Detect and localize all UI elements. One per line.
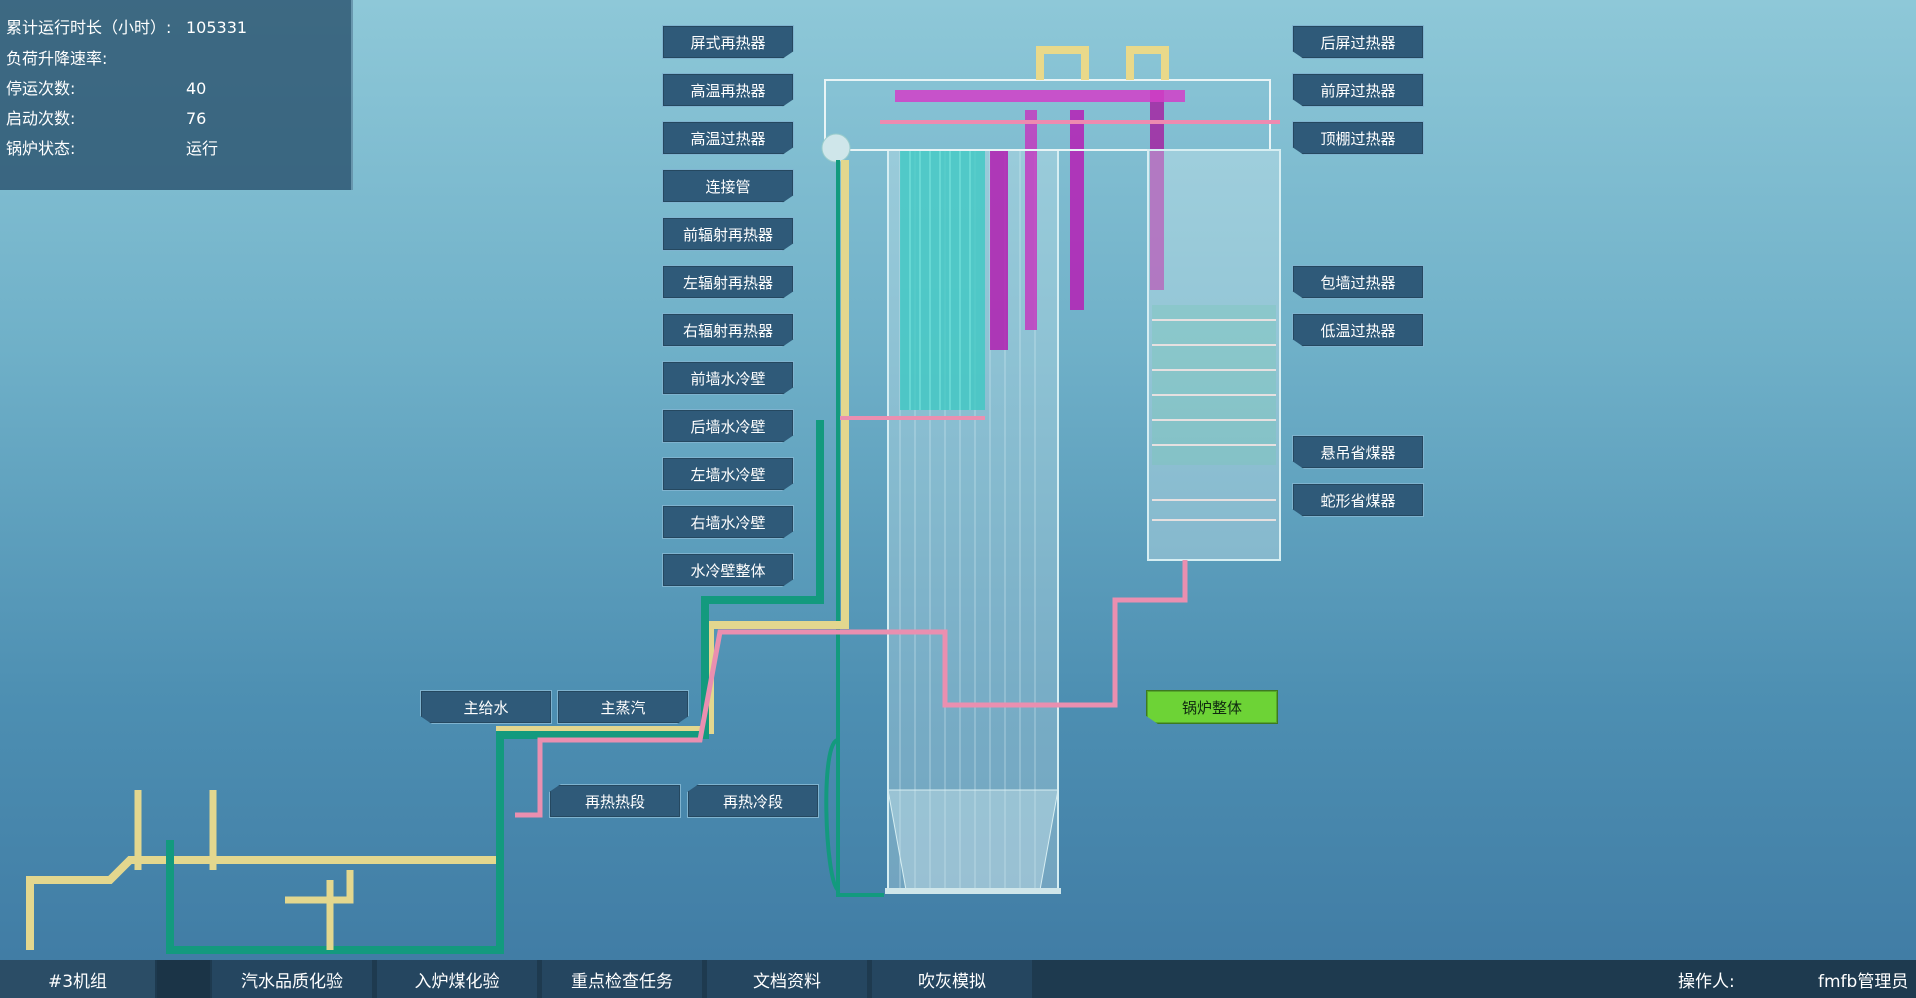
btn-lowtemp-superheater[interactable]: 低温过热器 bbox=[1292, 313, 1424, 347]
boiler-schematic bbox=[26, 46, 1281, 954]
btn-waterwall-whole[interactable]: 水冷壁整体 bbox=[662, 553, 794, 587]
btn-main-steam[interactable]: 主蒸汽 bbox=[557, 690, 689, 724]
btn-boiler-whole[interactable]: 锅炉整体 bbox=[1146, 690, 1278, 724]
btn-right-radiant-reheater[interactable]: 右辐射再热器 bbox=[662, 313, 794, 347]
btn-enclosure-superheater[interactable]: 包墙过热器 bbox=[1292, 265, 1424, 299]
btn-left-waterwall[interactable]: 左墙水冷壁 bbox=[662, 457, 794, 491]
nav-soot-blowing-simulation[interactable]: 吹灰模拟 bbox=[872, 960, 1032, 998]
btn-front-waterwall[interactable]: 前墙水冷壁 bbox=[662, 361, 794, 395]
btn-right-waterwall[interactable]: 右墙水冷壁 bbox=[662, 505, 794, 539]
info-row-runtime: 累计运行时长（小时）:105331 bbox=[6, 18, 248, 37]
btn-reheat-cold-section[interactable]: 再热冷段 bbox=[687, 784, 819, 818]
btn-suspended-economizer[interactable]: 悬吊省煤器 bbox=[1292, 435, 1424, 469]
operator-label: 操作人: bbox=[1678, 971, 1735, 992]
btn-hightemp-superheater[interactable]: 高温过热器 bbox=[662, 121, 794, 155]
info-row-load-rate: 负荷升降速率: bbox=[6, 49, 108, 68]
info-row-status: 锅炉状态:运行 bbox=[6, 139, 219, 158]
steam-drum bbox=[821, 133, 851, 163]
info-row-stops: 停运次数:40 bbox=[6, 79, 207, 98]
btn-front-platen-superheater[interactable]: 前屏过热器 bbox=[1292, 73, 1424, 107]
btn-rear-platen-superheater[interactable]: 后屏过热器 bbox=[1292, 25, 1424, 59]
nav-documents[interactable]: 文档资料 bbox=[707, 960, 867, 998]
nav-coal-assay[interactable]: 入炉煤化验 bbox=[377, 960, 537, 998]
btn-front-radiant-reheater[interactable]: 前辐射再热器 bbox=[662, 217, 794, 251]
info-row-starts: 启动次数:76 bbox=[6, 109, 207, 128]
nav-key-inspection-tasks[interactable]: 重点检查任务 bbox=[542, 960, 702, 998]
btn-platen-reheater[interactable]: 屏式再热器 bbox=[662, 25, 794, 59]
radiant-reheater bbox=[900, 150, 985, 410]
btn-reheat-hot-section[interactable]: 再热热段 bbox=[549, 784, 681, 818]
nav-spacer bbox=[157, 960, 210, 998]
btn-main-feedwater[interactable]: 主给水 bbox=[420, 690, 552, 724]
nav-unit-selector[interactable]: #3机组 bbox=[0, 960, 155, 998]
btn-roof-superheater[interactable]: 顶棚过热器 bbox=[1292, 121, 1424, 155]
info-panel: 累计运行时长（小时）:105331 负荷升降速率: 停运次数:40 启动次数:7… bbox=[0, 0, 353, 190]
btn-hightemp-reheater[interactable]: 高温再热器 bbox=[662, 73, 794, 107]
nav-water-steam-quality[interactable]: 汽水品质化验 bbox=[212, 960, 372, 998]
btn-rear-waterwall[interactable]: 后墙水冷壁 bbox=[662, 409, 794, 443]
btn-left-radiant-reheater[interactable]: 左辐射再热器 bbox=[662, 265, 794, 299]
operator-name: fmfb管理员 bbox=[1818, 971, 1909, 992]
btn-connecting-pipe[interactable]: 连接管 bbox=[662, 169, 794, 203]
btn-serpentine-economizer[interactable]: 蛇形省煤器 bbox=[1292, 483, 1424, 517]
bottom-nav-bar: #3机组 汽水品质化验 入炉煤化验 重点检查任务 文档资料 吹灰模拟 操作人: … bbox=[0, 960, 1916, 998]
